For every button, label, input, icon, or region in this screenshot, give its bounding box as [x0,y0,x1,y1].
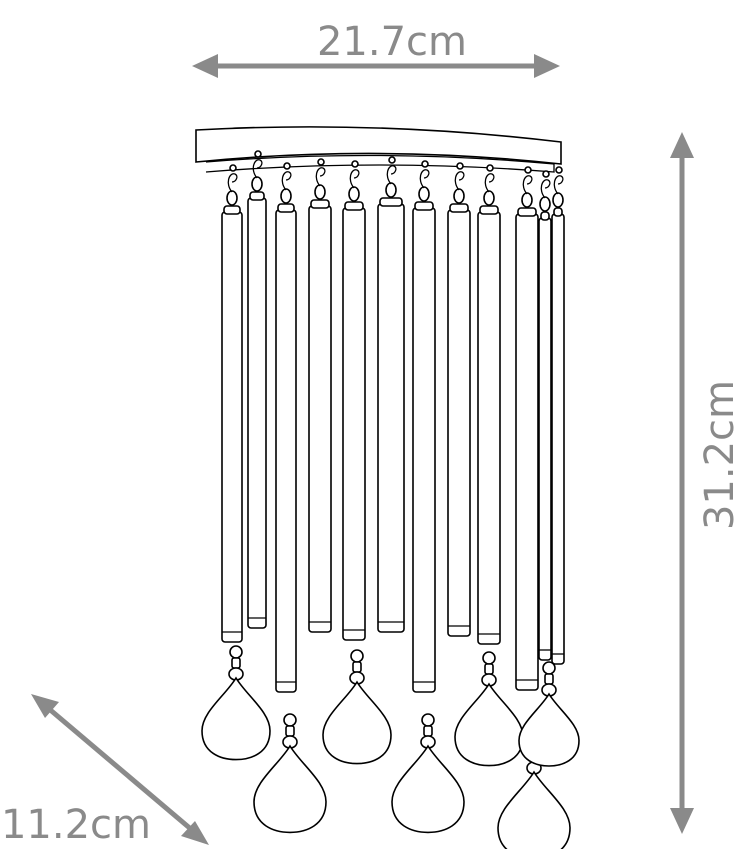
crystal-drop [322,649,392,765]
crystal-drop [391,713,465,834]
width-arrow-right-head [534,54,560,78]
crystal-drop [454,651,524,767]
glass-rod [377,156,405,633]
glass-rod [551,166,565,665]
glass-rod [515,166,539,691]
glass-rod [275,162,297,693]
width-dimension: 21.7cm [192,19,560,78]
depth-arrow-bottom-head [181,821,209,845]
glass-rod [308,158,332,633]
glass-rod [342,160,366,641]
glass-rod [221,164,243,643]
crystal-drop [518,661,580,767]
width-arrow-left-head [192,54,218,78]
glass-rod [247,150,267,629]
ceiling-plate [195,126,562,173]
width-label: 21.7cm [317,19,467,65]
glass-rod [538,170,552,661]
crystal-drops [201,645,580,849]
glass-rod [447,162,471,637]
height-label: 31.2cm [697,380,743,530]
glass-rod [477,164,501,645]
rods-front-layer [221,160,539,693]
depth-arrow-top-head [31,694,59,718]
depth-label: 11.2cm [1,802,151,848]
crystal-drop [201,645,271,761]
crystal-drop [253,713,327,834]
height-dimension: 31.2cm [670,132,743,834]
height-arrow-top-head [670,132,694,158]
rods-back-layer [247,150,565,665]
height-arrow-bottom-head [670,808,694,834]
depth-arrow-line [46,706,194,832]
wall-light-drawing [195,126,580,849]
depth-dimension: 11.2cm [1,694,209,848]
glass-rod [412,160,436,693]
